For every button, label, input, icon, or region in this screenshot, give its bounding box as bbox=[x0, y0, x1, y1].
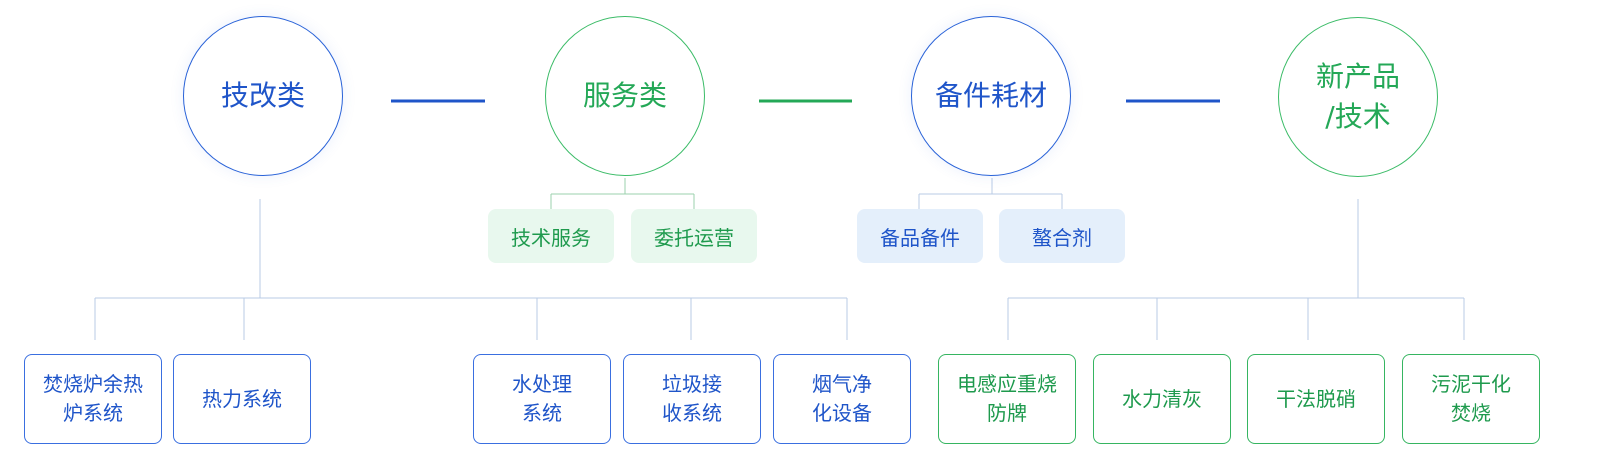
parts-chip-chelating-agent: 螯合剂 bbox=[999, 209, 1125, 263]
new-product-item-hydraulic-ash-cleaning: 水力清灰 bbox=[1093, 354, 1231, 444]
service-chip-technical-service: 技术服务 bbox=[488, 209, 614, 263]
category-title: 服务类 bbox=[582, 79, 667, 112]
chip-label: 备品备件 bbox=[880, 225, 960, 250]
tech-upgrade-item-flue-gas-equipment: 烟气净 化设备 bbox=[773, 354, 911, 444]
item-label: 污泥干化 焚烧 bbox=[1431, 372, 1511, 425]
tech-upgrade-item-waste-heat-boiler: 焚烧炉余热 炉系统 bbox=[24, 354, 162, 444]
tree-connector-parts bbox=[918, 178, 1063, 209]
tree-connector-tech-upgrade bbox=[94, 199, 848, 340]
category-circle-parts-consumables: 备件耗材 bbox=[911, 16, 1071, 176]
tree-connector-new-product bbox=[1007, 199, 1465, 340]
item-label: 电感应重烧 防牌 bbox=[957, 372, 1057, 425]
chip-label: 技术服务 bbox=[511, 225, 591, 250]
new-product-item-dry-denitrification: 干法脱硝 bbox=[1247, 354, 1385, 444]
category-title: 新产品 /技术 bbox=[1315, 60, 1400, 133]
tech-upgrade-item-water-treatment: 水处理 系统 bbox=[473, 354, 611, 444]
item-label: 水处理 系统 bbox=[512, 372, 572, 425]
category-circle-tech-upgrade: 技改类 bbox=[183, 16, 343, 176]
tree-connector-service bbox=[550, 178, 695, 209]
category-circle-service: 服务类 bbox=[545, 16, 705, 176]
new-product-item-sludge-drying: 污泥干化 焚烧 bbox=[1402, 354, 1540, 444]
service-chip-entrusted-operation: 委托运营 bbox=[631, 209, 757, 263]
item-label: 水力清灰 bbox=[1122, 386, 1202, 411]
item-label: 焚烧炉余热 炉系统 bbox=[43, 372, 143, 425]
chip-label: 委托运营 bbox=[654, 225, 734, 250]
category-circle-new-product: 新产品 /技术 bbox=[1278, 17, 1438, 177]
category-title: 技改类 bbox=[220, 79, 305, 112]
tech-upgrade-item-thermal-system: 热力系统 bbox=[173, 354, 311, 444]
category-title: 备件耗材 bbox=[934, 79, 1047, 112]
parts-chip-spare-parts: 备品备件 bbox=[857, 209, 983, 263]
item-label: 干法脱硝 bbox=[1276, 386, 1356, 411]
item-label: 垃圾接 收系统 bbox=[662, 372, 722, 425]
item-label: 热力系统 bbox=[202, 386, 282, 411]
new-product-item-induction-refractory: 电感应重烧 防牌 bbox=[938, 354, 1076, 444]
tech-upgrade-item-waste-receiving: 垃圾接 收系统 bbox=[623, 354, 761, 444]
item-label: 烟气净 化设备 bbox=[812, 372, 872, 425]
chip-label: 螯合剂 bbox=[1032, 225, 1092, 250]
